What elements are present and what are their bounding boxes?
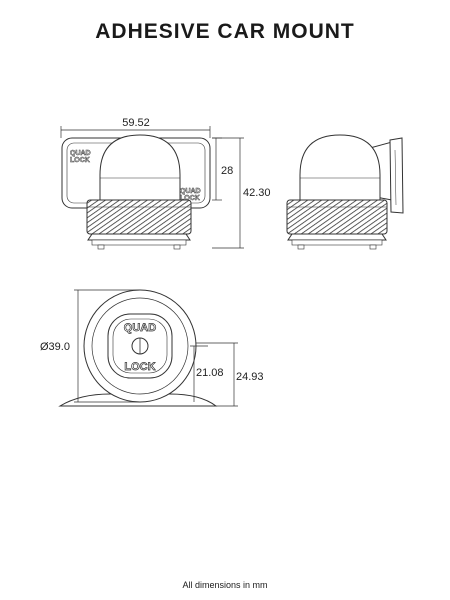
bottom-view [58,289,238,407]
dim-front-total-height: 42.30 [243,187,271,199]
logo-text-top: QUAD [124,322,156,334]
dim-bottom-center-height: 21.08 [196,367,224,379]
dim-front-dome-height: 28 [221,165,233,177]
svg-text:QUAD: QUAD [70,150,91,157]
dim-bottom-diameter: Ø39.0 [40,341,70,353]
front-view: QUAD LOCK QUAD LOCK [60,126,244,250]
dim-front-width: 59.52 [122,117,150,129]
svg-text:LOCK: LOCK [70,157,90,164]
drawing-title: ADHESIVE CAR MOUNT [95,20,355,43]
footer-note: All dimensions in mm [182,580,268,590]
side-view [286,134,404,250]
svg-text:QUAD: QUAD [180,188,201,195]
dim-bottom-total-height: 24.93 [236,371,264,383]
logo-text-bottom: LOCK [124,361,155,373]
svg-text:LOCK: LOCK [180,195,200,202]
